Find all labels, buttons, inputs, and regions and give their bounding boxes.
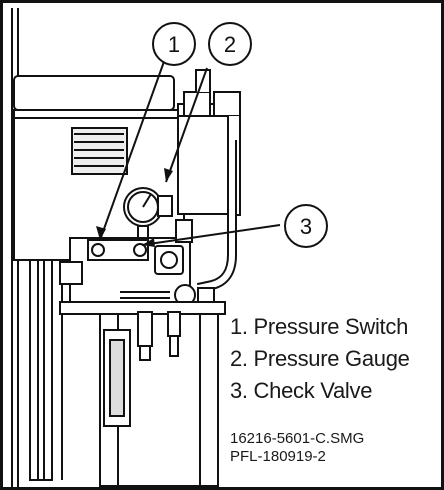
legend-item-pressure-switch: 1. Pressure Switch	[230, 314, 409, 339]
arrowhead-2	[164, 168, 173, 182]
lower-fittings	[137, 311, 181, 361]
callout-1-number: 1	[168, 32, 180, 57]
pressure-gauge	[123, 187, 173, 239]
return-pipe-inner	[197, 140, 235, 291]
legend-item-pressure-gauge: 2. Pressure Gauge	[230, 346, 410, 371]
leader-line-2	[165, 67, 208, 183]
callout-2-number: 2	[224, 32, 236, 57]
callout-1-circle	[152, 22, 196, 66]
callout-1: 1	[152, 22, 196, 66]
sight-glass	[103, 329, 131, 427]
drawing-code-smg: 16216-5601-C.SMG	[230, 430, 365, 447]
arrowhead-1	[96, 226, 106, 240]
leader-line-3	[141, 224, 281, 246]
leader-lines	[99, 55, 281, 246]
callout-2-circle	[208, 22, 252, 66]
arrowhead-3	[142, 238, 155, 247]
drawing-code-pfl: PFL-180919-2	[230, 448, 326, 465]
legend-item-check-valve: 3. Check Valve	[230, 378, 373, 403]
callout-3-number: 3	[300, 214, 312, 239]
leader-line-1	[99, 55, 167, 241]
callout-3: 3	[284, 204, 328, 248]
callout-3-circle	[284, 204, 328, 248]
leader-arrows	[96, 168, 173, 247]
callout-2: 2	[208, 22, 252, 66]
